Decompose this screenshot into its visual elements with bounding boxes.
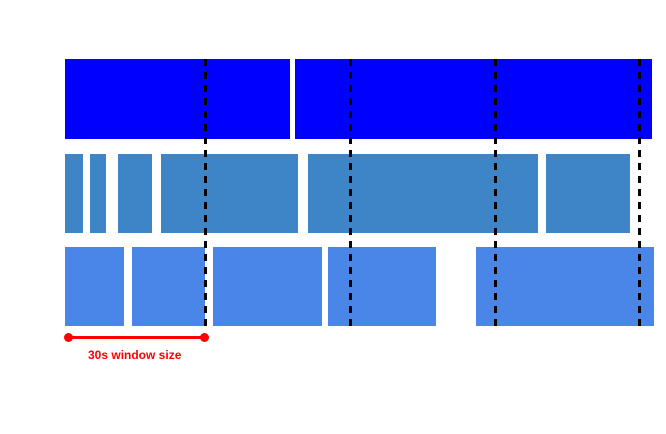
bar-segment-row-2 [161,154,298,233]
measure-right-endpoint-dot [199,332,209,342]
bar-segment-row-2 [308,154,538,233]
window-boundary-dashed-line [203,59,207,326]
window-boundary-dashed-line [493,59,497,326]
bar-segment-row-2 [118,154,152,233]
bar-segment-row-3 [213,247,322,326]
measure-left-endpoint-dot [63,332,73,342]
window-boundary-dashed-line [348,59,352,326]
window-size-measure-line [68,335,204,339]
bar-segment-row-3 [132,247,205,326]
bar-segment-row-3 [65,247,124,326]
bar-segment-row-2 [65,154,83,233]
bar-segment-row-2 [546,154,630,233]
bar-segment-row-3 [328,247,436,326]
bar-segment-row-2 [90,154,106,233]
bar-segment-row-3 [476,247,654,326]
window-boundary-dashed-line [637,59,641,326]
bar-segment-row-1 [295,59,652,139]
window-size-label: 30s window size [88,348,182,362]
bar-segment-row-1 [65,59,290,139]
